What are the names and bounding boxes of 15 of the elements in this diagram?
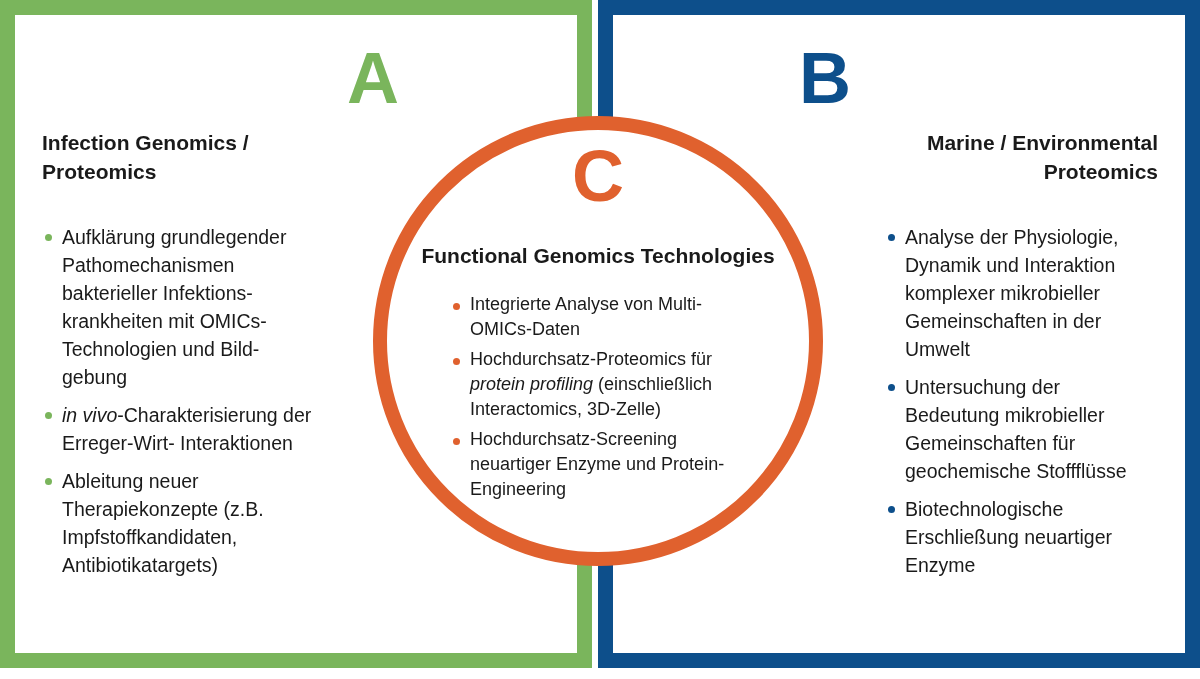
bullet-item: in vivo-Charakterisierung der Erreger-Wirt- Interaktionen	[45, 401, 317, 457]
bullet-item: Aufklärung grundlegender Pathomechanismen bakterieller Infektions- krankheiten mit OMICs-Technologien und Bild-gebung	[45, 223, 317, 391]
section-heading: Marine / Environmental Proteomics	[925, 130, 1158, 185]
section-heading: Infection Genomics / Proteomics	[42, 130, 250, 185]
bullet-item: Analyse der Physiologie, Dynamik und Interaktion komplexer mikrobieller Gemeinschaften in der Umwelt	[888, 223, 1150, 363]
section-letter: A	[346, 42, 400, 114]
section-letter: C	[571, 140, 625, 212]
section-heading: Functional Genomics Technologies	[420, 243, 776, 269]
bullet-item: Ableitung neuer Therapiekonzepte (z.B. Impfstoffkandidaten, Antibiotikatargets)	[45, 467, 317, 579]
bullet-item: Hochdurchsatz-Screening neuartiger Enzyme und Protein-Engineering	[453, 427, 753, 502]
bullet-item: Integrierte Analyse von Multi- OMICs-Daten	[453, 292, 753, 342]
bullet-item: Untersuchung der Bedeutung mikrobieller Gemeinschaften für geochemische Stoffflüsse	[888, 373, 1150, 485]
section-letter: B	[798, 42, 852, 114]
bullet-item: Hochdurchsatz-Proteomics für protein profiling (einschließlich Interactomics, 3D-Zelle)	[453, 347, 753, 422]
bullet-item: Biotechnologische Erschließung neuartiger Enzyme	[888, 495, 1150, 579]
